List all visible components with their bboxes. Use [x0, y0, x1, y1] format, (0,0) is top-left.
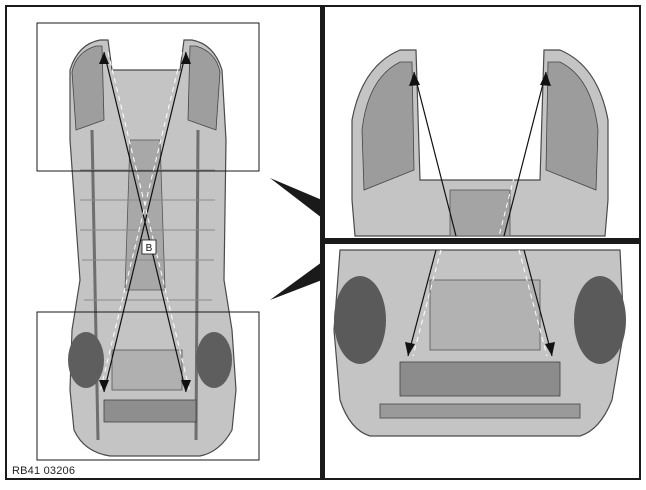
- right-rail: [194, 129, 200, 441]
- marker-letter: B: [146, 243, 153, 254]
- overall-underbody-view: B: [36, 22, 260, 461]
- rear-detail-solid-2: [523, 249, 553, 357]
- rear-detail-bumper-beam: [379, 403, 581, 419]
- arrow-head-rear-left: [99, 380, 109, 392]
- front-right-tower: [187, 45, 221, 131]
- front-left-tower: [71, 45, 105, 131]
- arrow-head-front-left: [99, 52, 109, 64]
- front-detail-box: [36, 22, 260, 172]
- rear-detail-view: [333, 249, 626, 437]
- rear-detail-solid-1: [407, 249, 437, 357]
- front-detail-body: [351, 49, 609, 237]
- rear-detail-dashed-2: [518, 249, 548, 357]
- arrow-head-rear-right: [181, 380, 191, 392]
- rear-detail-arrow-left: [405, 342, 415, 356]
- front-detail-dashed: [498, 71, 542, 237]
- rear-floor-pan: [111, 349, 183, 391]
- pointer-to-front-detail: [270, 178, 322, 218]
- front-detail-solid-1: [413, 71, 457, 237]
- left-rail: [90, 129, 100, 441]
- front-detail-solid-2: [503, 71, 547, 237]
- diagonal-dashed-1: [107, 51, 191, 393]
- front-detail-left-tower: [361, 61, 415, 191]
- diagonal-solid-2: [103, 51, 187, 393]
- front-detail-arrow-right: [540, 72, 551, 86]
- rear-detail-floor-pan: [429, 279, 541, 351]
- panel-divider-vertical: [320, 6, 325, 479]
- rear-detail-crossmember: [399, 361, 561, 397]
- pointer-to-rear-detail: [270, 262, 322, 300]
- front-detail-arrow-left: [409, 72, 420, 86]
- marker-box: [141, 239, 157, 255]
- rear-crossmember: [103, 399, 197, 423]
- panel-divider-horizontal: [325, 238, 640, 244]
- rear-detail-left-wheel-well: [334, 276, 386, 364]
- front-detail-right-tower: [545, 61, 599, 191]
- rear-detail-right-wheel-well: [574, 276, 626, 364]
- rear-left-wheel-well: [68, 332, 104, 388]
- front-detail-view: [351, 49, 609, 237]
- rear-detail-box: [36, 311, 260, 461]
- reference-code: RB41 03206: [12, 465, 76, 477]
- arrow-head-front-right: [181, 52, 191, 64]
- diagonal-dashed-2: [99, 51, 183, 393]
- rear-detail-arrow-right: [545, 342, 555, 356]
- front-detail-tunnel: [449, 189, 511, 237]
- rear-detail-dashed-1: [412, 249, 442, 357]
- rear-right-wheel-well: [196, 332, 232, 388]
